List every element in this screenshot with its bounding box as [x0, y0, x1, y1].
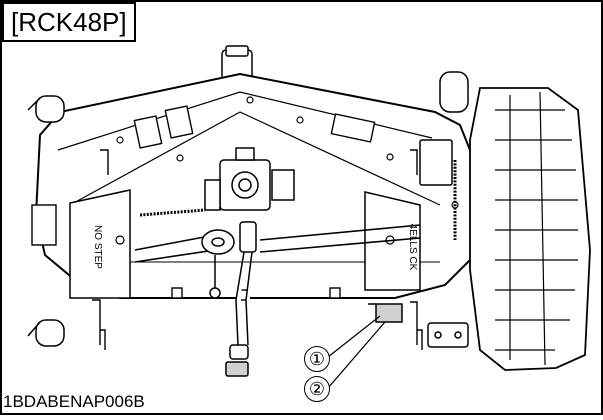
callout-2: ② — [304, 376, 330, 402]
left-gauge-wheels — [27, 95, 65, 347]
model-label: [RCK48P] — [2, 2, 136, 42]
check-decal: 4ELLS CK — [407, 224, 418, 271]
right-wheel-assembly — [419, 71, 469, 186]
callout-leaders — [327, 315, 386, 389]
figure-code: 1BDABENAP006B — [3, 392, 145, 411]
right-side-link — [427, 322, 469, 348]
deck-openings — [31, 105, 376, 301]
no-step-decal: NO STEP — [92, 225, 103, 269]
discharge-chute — [469, 87, 591, 371]
tension-spring — [139, 160, 457, 240]
gearbox — [204, 147, 295, 211]
left-decal-plate: NO STEP — [69, 189, 131, 299]
drive-shaft — [209, 221, 257, 377]
callout-1: ① — [304, 346, 330, 372]
idler-pulley — [201, 229, 235, 255]
anti-scalp-brackets — [92, 149, 423, 350]
height-adjust-pin — [368, 303, 403, 323]
drive-belt — [134, 224, 421, 263]
